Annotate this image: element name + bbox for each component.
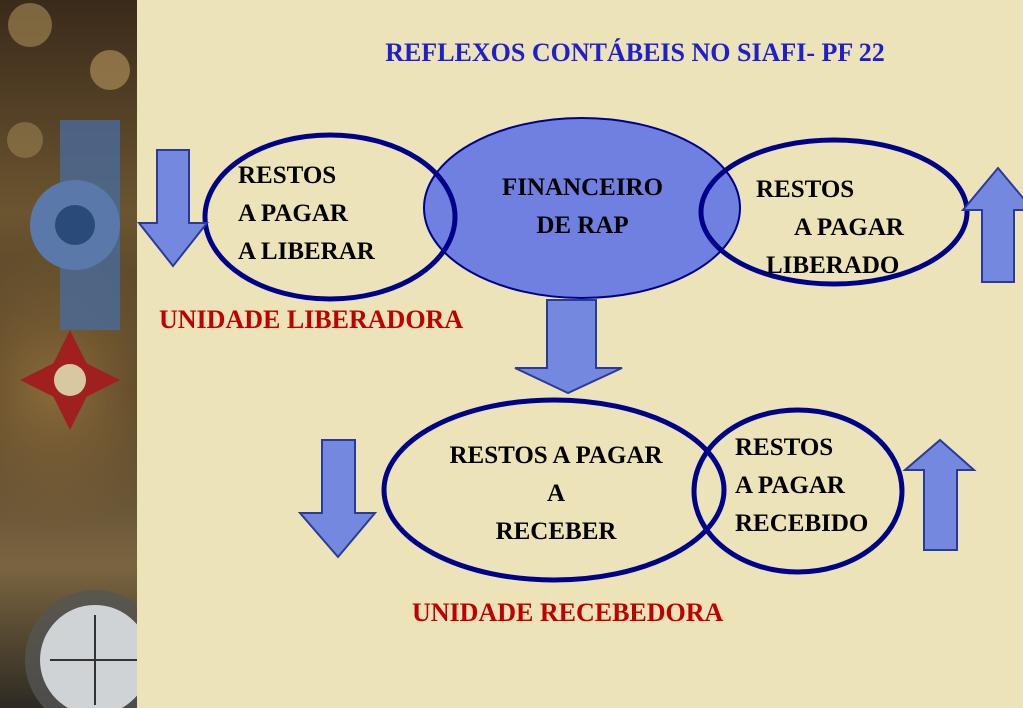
financeiro-ellipse: [423, 117, 741, 299]
rap-receber-line-1: RESTOS A PAGAR: [449, 442, 663, 469]
arrow-up-right-lower: [902, 438, 977, 551]
unidade-liberadora-label: UNIDADE LIBERADORA: [159, 305, 464, 334]
decorative-sidebar-image: [0, 0, 137, 708]
financeiro-line-2: DE RAP: [536, 212, 629, 239]
arrow-up-right-upper: [960, 166, 1023, 283]
slide-title: REFLEXOS CONTÁBEIS NO SIAFI- PF 22: [385, 38, 885, 67]
rap-recebido-line-1: RESTOS: [735, 434, 834, 461]
unidade-recebedora-label: UNIDADE RECEBEDORA: [412, 598, 724, 627]
rap-receber-line-3: RECEBER: [495, 518, 617, 545]
rap-liberar-ellipse: [202, 132, 458, 302]
rap-receber-label: RESTOS A PAGAR A RECEBER: [415, 437, 697, 551]
rap-liberar-line-2: A PAGAR: [238, 200, 348, 227]
arrow-down-left-upper: [136, 149, 210, 268]
medals-compass-illustration: [7, 3, 137, 708]
rap-recebido-ellipse: [691, 407, 905, 575]
rap-liberado-ellipse: [698, 137, 970, 287]
rap-liberar-line-3: A LIBERAR: [238, 238, 375, 265]
rap-liberado-line-3: LIBERADO: [766, 252, 900, 279]
rap-recebido-line-3: RECEBIDO: [735, 510, 869, 537]
rap-receber-line-2: A: [546, 480, 566, 507]
financeiro-label: FINANCEIRO DE RAP: [470, 169, 695, 245]
rap-recebido-line-2: A PAGAR: [735, 472, 845, 499]
rap-liberado-label: RESTOS A PAGAR LIBERADO: [756, 171, 936, 285]
rap-liberar-label: RESTOS A PAGAR A LIBERAR: [238, 157, 375, 271]
arrow-down-center: [514, 299, 623, 395]
financeiro-line-1: FINANCEIRO: [501, 174, 664, 201]
rap-liberar-line-1: RESTOS: [238, 162, 337, 189]
rap-receber-ellipse: [381, 397, 727, 583]
rap-liberado-line-2: A PAGAR: [794, 214, 904, 241]
arrow-down-left-lower: [297, 439, 378, 559]
rap-recebido-label: RESTOS A PAGAR RECEBIDO: [735, 429, 868, 543]
rap-liberado-line-1: RESTOS: [756, 176, 855, 203]
